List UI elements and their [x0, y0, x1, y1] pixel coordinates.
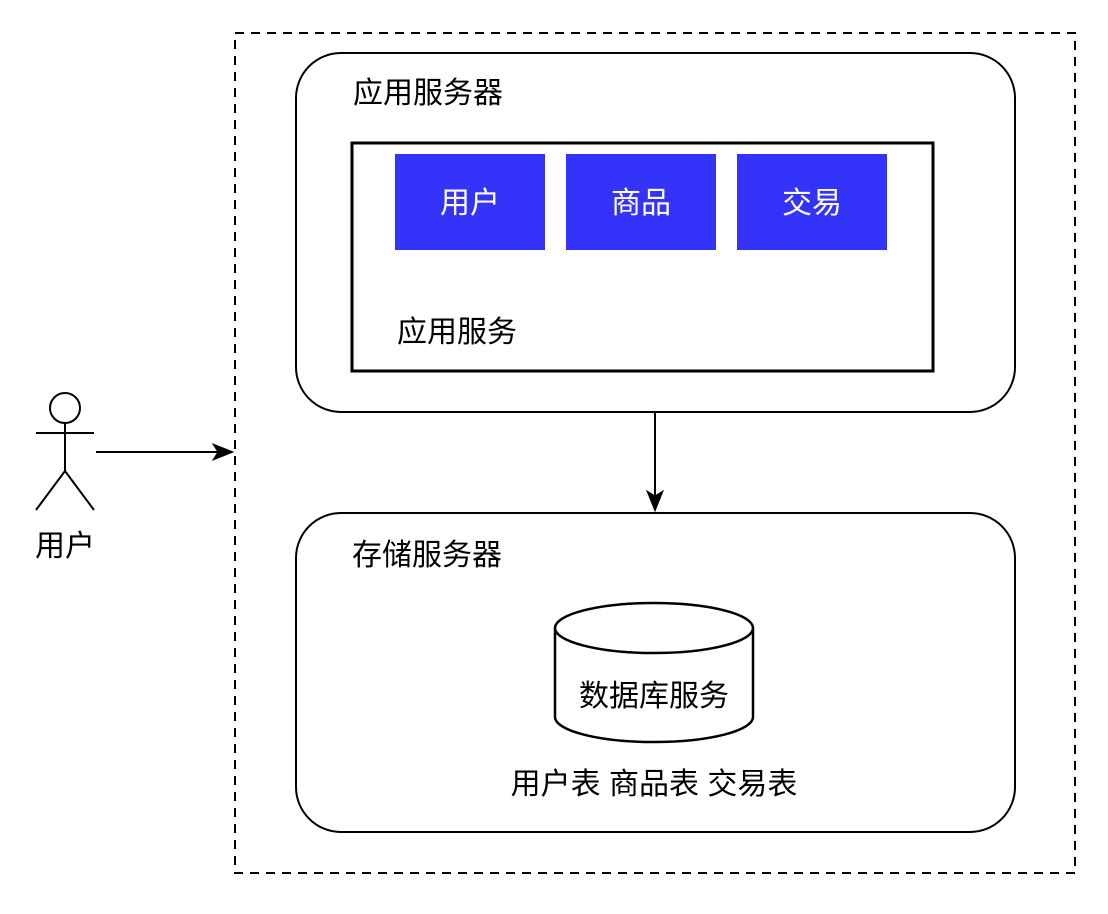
system-boundary-box	[234, 32, 1076, 874]
app-service-box	[350, 141, 935, 373]
actor-right-leg	[64, 470, 95, 511]
database-label: 数据库服务	[579, 680, 729, 713]
module-box-product	[566, 154, 716, 250]
app-server-label: 应用服务器	[353, 77, 503, 110]
actor-left-leg	[35, 470, 66, 511]
module-label-user: 用户	[440, 187, 500, 220]
user-actor-icon	[35, 392, 95, 511]
actor-head	[49, 392, 81, 424]
actor-label: 用户	[35, 530, 95, 563]
tables-label: 用户表 商品表 交易表	[511, 768, 798, 801]
storage-server-box	[295, 512, 1016, 833]
module-box-trade	[737, 154, 887, 250]
app-to-storage-arrow	[645, 412, 665, 513]
user-to-system-arrow	[96, 442, 235, 462]
storage-server-label: 存储服务器	[352, 539, 502, 572]
database-cylinder-icon	[553, 601, 755, 744]
module-label-trade: 交易	[782, 187, 842, 220]
app-service-label: 应用服务	[397, 316, 517, 349]
module-label-product: 商品	[611, 187, 671, 220]
module-box-user	[395, 154, 545, 250]
